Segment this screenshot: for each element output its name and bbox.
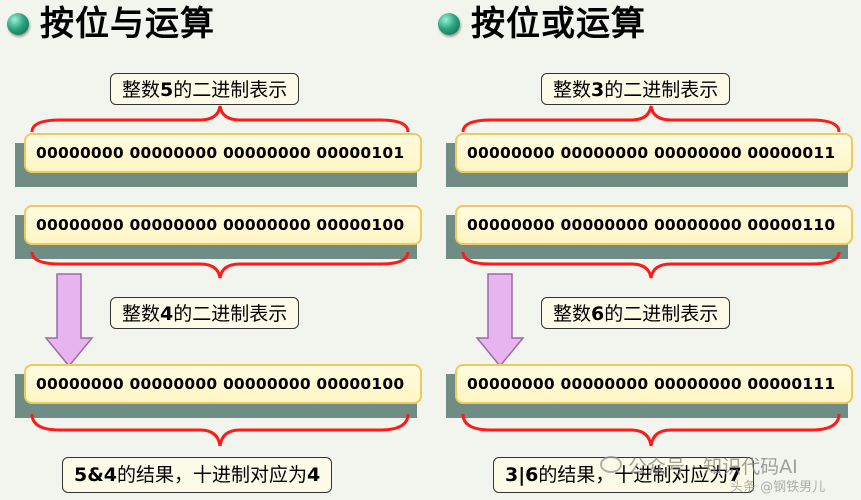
watermark: 公众号 · 知识代码AI <box>628 456 798 478</box>
result-label: 3|6的结果，十进制对应为7 <box>493 457 754 493</box>
binary-row-b: 00000000 00000000 00000000 00000100 <box>24 205 422 245</box>
watermark-sub: 头条 @钢铁男儿 <box>730 480 826 495</box>
arrow-down-icon <box>44 273 94 368</box>
brace-top-icon <box>461 105 841 133</box>
operand-a-label: 整数3的二进制表示 <box>541 73 731 105</box>
binary-row-result: 00000000 00000000 00000000 00000100 <box>24 364 422 404</box>
operand-a-label: 整数5的二进制表示 <box>110 73 300 105</box>
panel-title: 按位或运算 <box>471 4 646 44</box>
brace-top-icon <box>30 105 410 133</box>
binary-row-a: 00000000 00000000 00000000 00000011 <box>455 133 853 173</box>
result-label: 5&4的结果，十进制对应为4 <box>62 457 333 493</box>
panel-title: 按位与运算 <box>40 4 215 44</box>
brace-mid-icon <box>30 251 410 279</box>
binary-row-b: 00000000 00000000 00000000 00000110 <box>455 205 853 245</box>
operand-b-label: 整数4的二进制表示 <box>110 297 300 329</box>
bullet-icon <box>438 13 460 35</box>
bitwise-or-panel: 按位或运算 整数3的二进制表示 00000000 00000000 000000… <box>431 0 861 500</box>
binary-row-a: 00000000 00000000 00000000 00000101 <box>24 133 422 173</box>
bullet-icon <box>7 13 29 35</box>
arrow-down-icon <box>475 273 525 368</box>
operand-b-label: 整数6的二进制表示 <box>541 297 731 329</box>
bitwise-and-panel: 按位与运算 整数5的二进制表示 00000000 00000000 000000… <box>0 0 430 500</box>
brace-bottom-icon <box>461 413 841 447</box>
binary-row-result: 00000000 00000000 00000000 00000111 <box>455 364 853 404</box>
wechat-icon <box>600 456 622 473</box>
brace-mid-icon <box>461 251 841 279</box>
brace-bottom-icon <box>30 413 410 447</box>
